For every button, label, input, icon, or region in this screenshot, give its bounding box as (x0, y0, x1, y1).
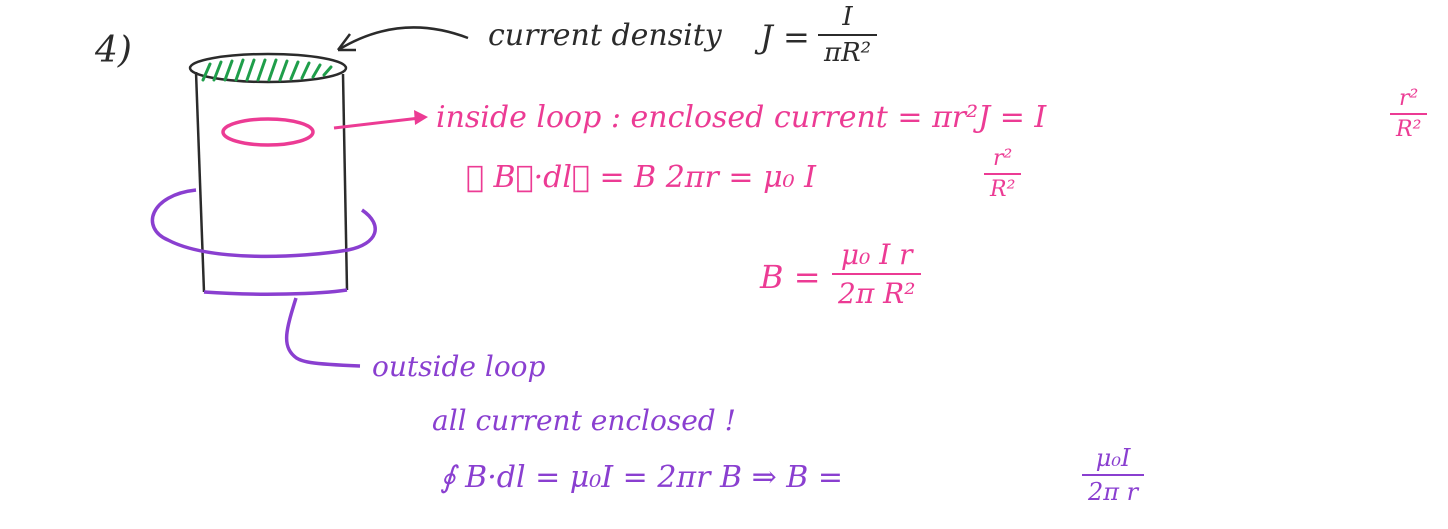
outside-result-den: 2π r (1088, 478, 1139, 506)
current-density-label: current density (488, 18, 722, 53)
inside-arrow (333, 116, 421, 130)
inside-line1-frac: r² R² (1390, 86, 1428, 142)
outside-loop (150, 188, 377, 259)
inside-line2-den: R² (990, 177, 1016, 202)
density-arrowhead (337, 33, 356, 52)
inside-result-den: 2π R² (838, 277, 916, 310)
inside-line2-frac: r² R² (984, 146, 1022, 202)
outside-result-frac: μ₀I 2π r (1082, 444, 1145, 506)
cylinder-right-wall (341, 73, 349, 291)
inside-line1-den: R² (1396, 117, 1422, 142)
inside-loop (221, 117, 315, 147)
outside-connector (284, 297, 361, 368)
problem-number: 4) (95, 30, 132, 71)
cylinder-top (188, 52, 348, 84)
current-hatching (201, 58, 333, 82)
current-density-frac: I πR² (818, 2, 878, 68)
inside-line1-num: r² (1390, 86, 1428, 115)
cylinder-left-wall (194, 71, 206, 293)
inside-line2-num: r² (984, 146, 1022, 175)
inside-line2: ∮ B⃗·dl⃗ = B 2πr = μ₀ I (466, 160, 816, 195)
inside-line1: inside loop : enclosed current = πr²J = … (436, 100, 1047, 135)
inside-result-lhs: B = (760, 258, 821, 296)
inside-result-frac: μ₀ I r 2π R² (832, 238, 922, 310)
current-density-lhs: J = (760, 18, 810, 56)
current-density-num: I (818, 2, 878, 36)
current-density-den: πR² (824, 38, 872, 68)
density-arrow (337, 26, 469, 52)
outside-line1: outside loop (372, 350, 546, 383)
inside-arrowhead (414, 110, 428, 125)
outside-line3: ∮ B·dl = μ₀I = 2πr B ⇒ B = (440, 460, 843, 495)
outside-result-num: μ₀I (1082, 444, 1145, 476)
inside-result-num: μ₀ I r (832, 238, 922, 275)
outside-line2: all current enclosed ! (432, 404, 736, 437)
outside-loop-bottom (203, 288, 348, 296)
